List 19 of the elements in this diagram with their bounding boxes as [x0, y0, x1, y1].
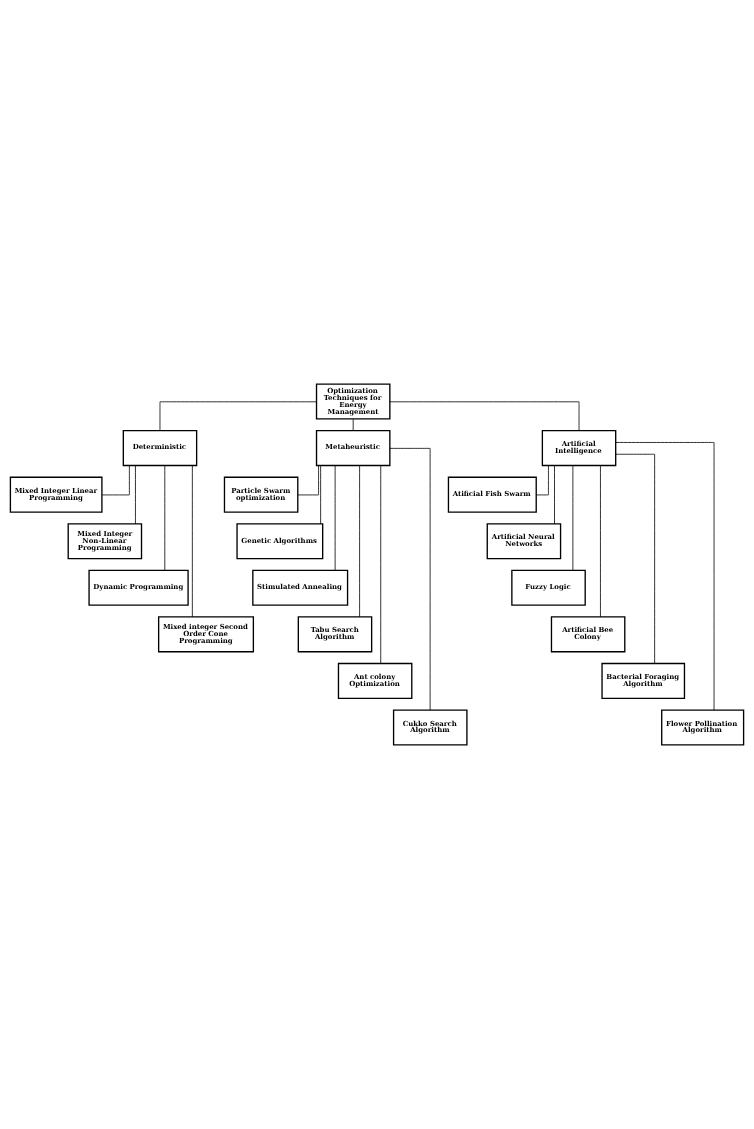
connector — [334, 465, 336, 571]
connector — [297, 465, 319, 496]
connector — [320, 465, 322, 525]
connector — [159, 401, 317, 431]
connector — [615, 453, 656, 664]
connector — [389, 401, 580, 431]
connector — [135, 465, 136, 525]
connector — [535, 465, 549, 496]
connector — [572, 465, 574, 571]
connector — [101, 465, 130, 496]
connector — [554, 465, 555, 525]
connector — [352, 418, 354, 431]
connector — [389, 447, 431, 711]
connector — [600, 465, 601, 618]
connector — [164, 465, 166, 571]
connector — [380, 465, 382, 664]
connector — [359, 465, 360, 618]
connector — [615, 442, 715, 711]
connector — [191, 465, 193, 618]
